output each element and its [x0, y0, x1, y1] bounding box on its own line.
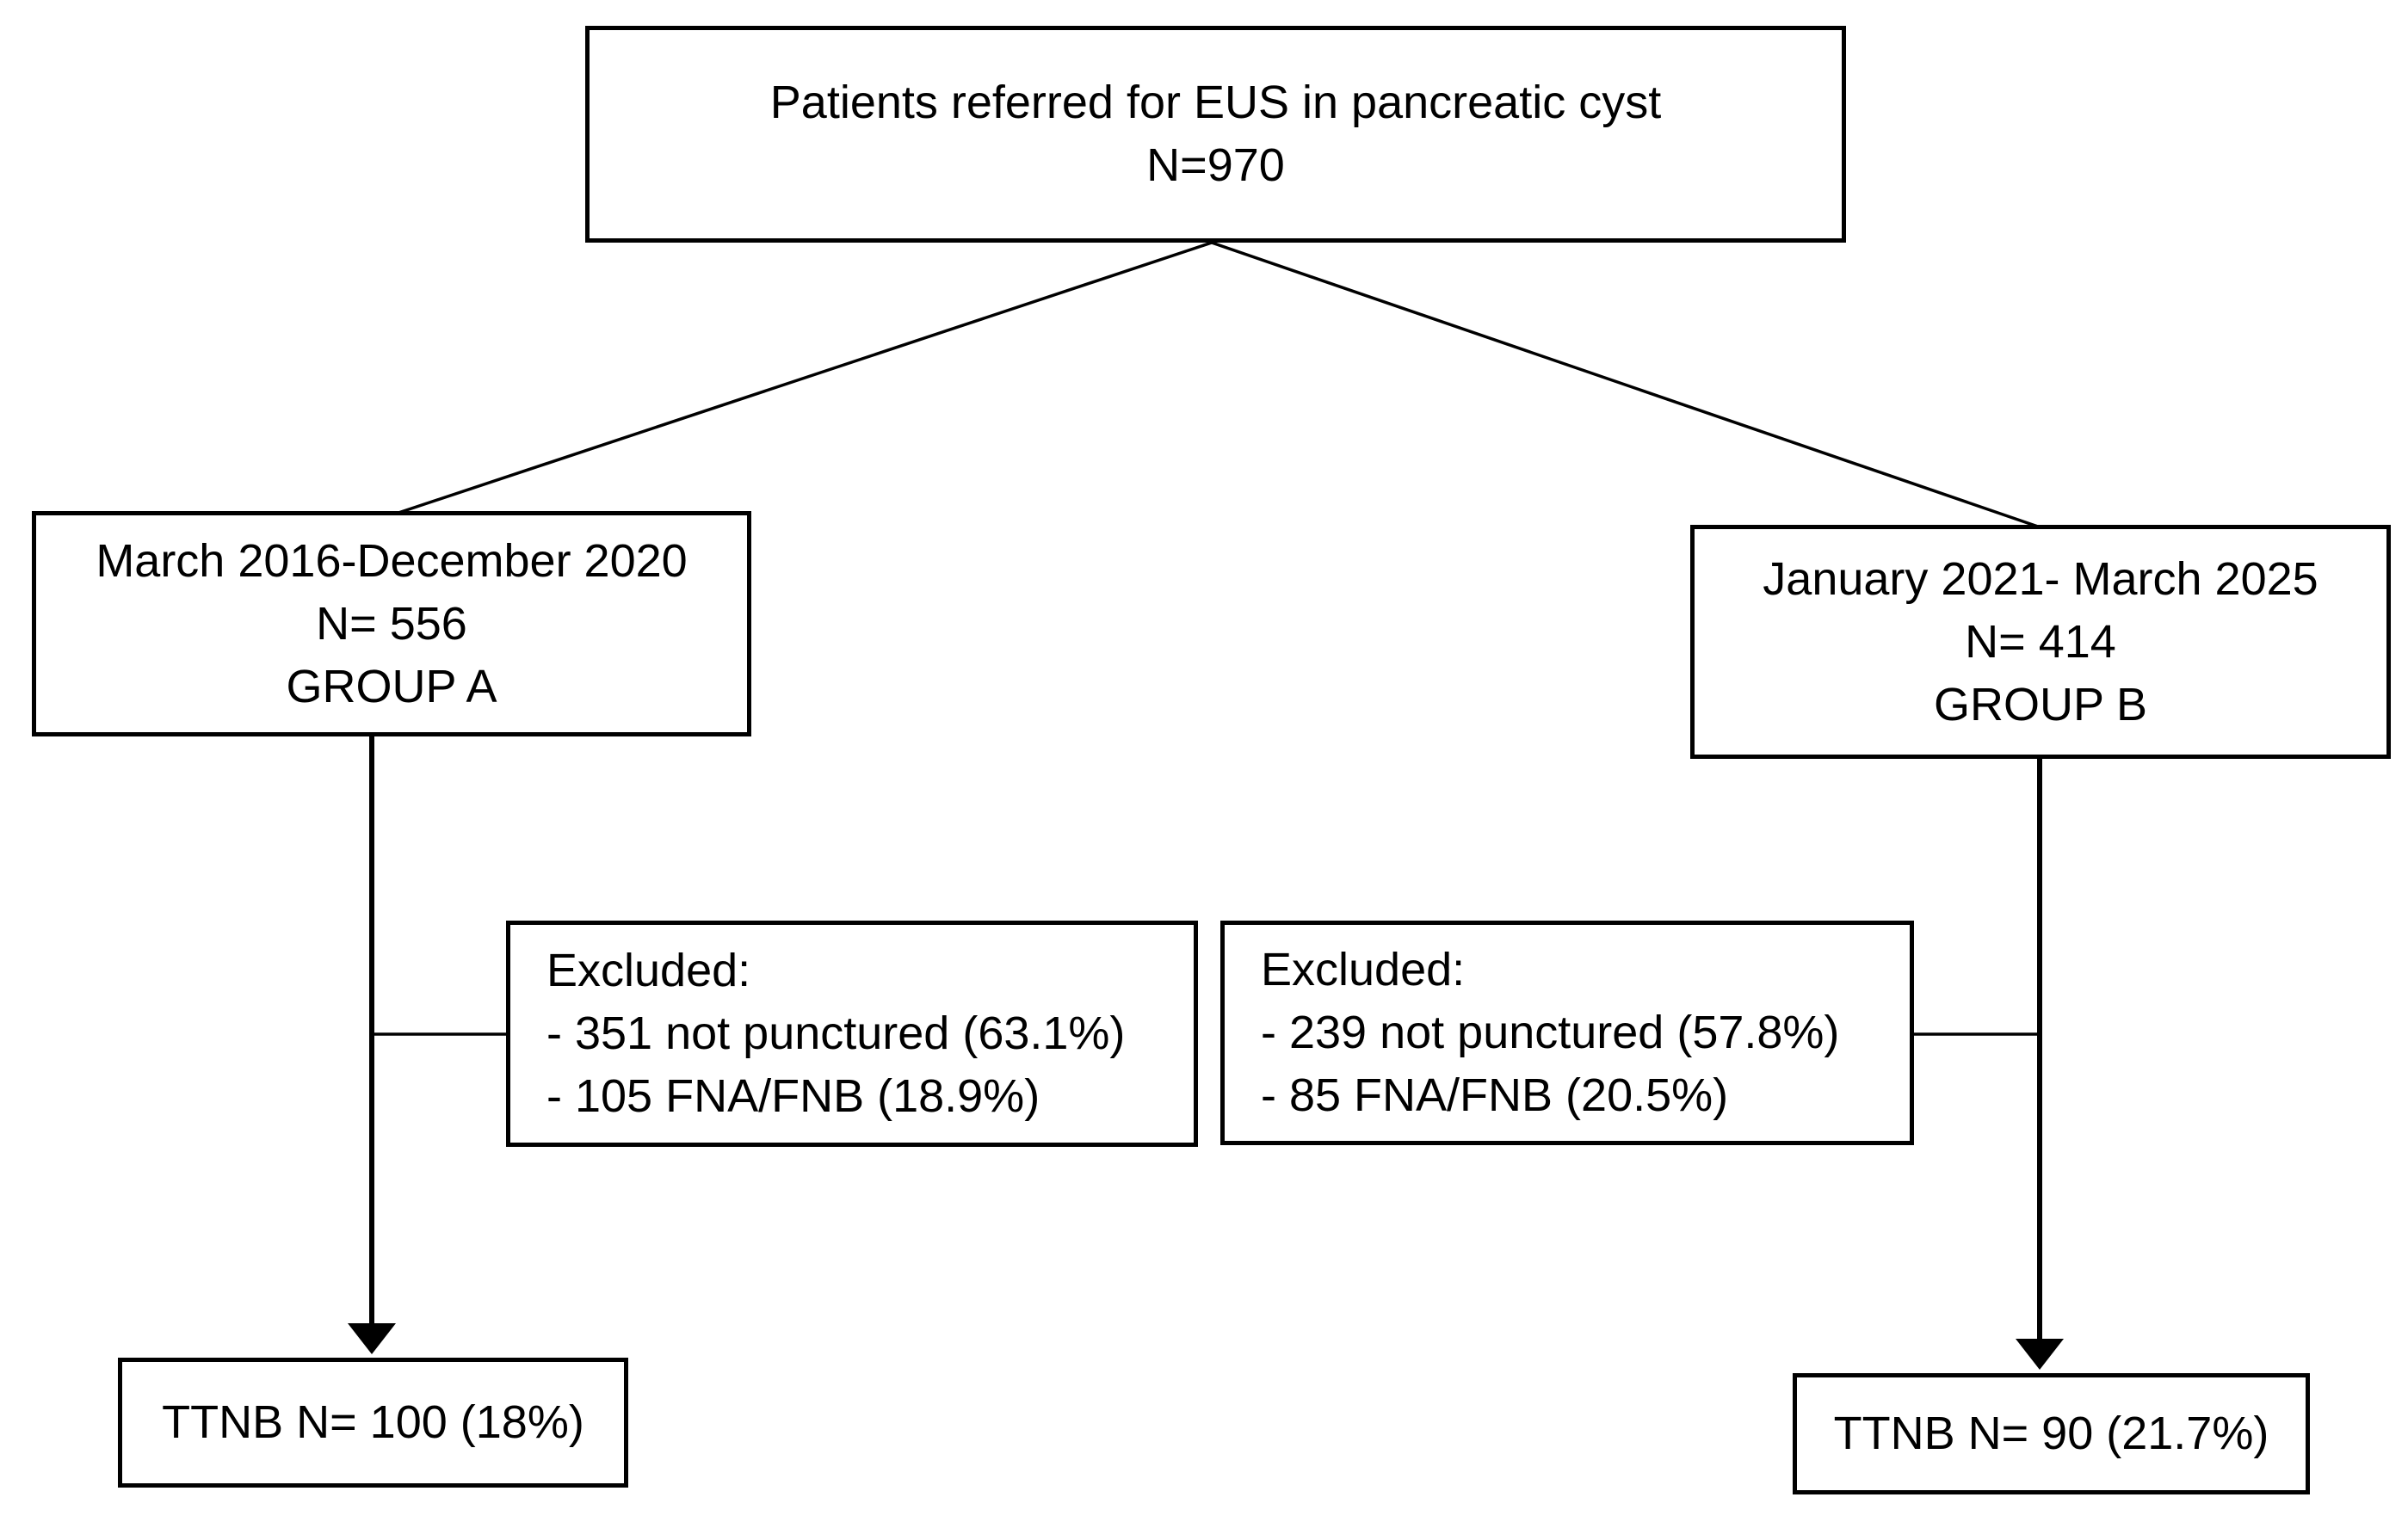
excluded-a-box: Excluded: - 351 not punctured (63.1%) - …: [506, 921, 1198, 1147]
arrowhead-ttnb-a: [348, 1323, 396, 1354]
group-b-period: January 2021- March 2025: [1763, 552, 2318, 605]
excluded-a-item-not-punctured: - 351 not punctured (63.1%): [546, 1007, 1126, 1059]
group-a-period: March 2016-December 2020: [96, 534, 688, 587]
group-a-box: March 2016-December 2020 N= 556 GROUP A: [32, 511, 751, 736]
ttnb-a-label: TTNB N= 100 (18%): [162, 1396, 584, 1448]
split-line-to-group-a: [398, 241, 1213, 515]
group-b-box: January 2021- March 2025 N= 414 GROUP B: [1690, 525, 2391, 759]
patients-referred-text: Patients referred for EUS in pancreatic …: [769, 77, 1662, 128]
ttnb-b-box: TTNB N= 90 (21.7%): [1793, 1373, 2310, 1494]
excluded-b-item-not-punctured: - 239 not punctured (57.8%): [1261, 1007, 1840, 1058]
patients-referred-box: Patients referred for EUS in pancreatic …: [585, 26, 1846, 243]
group-b-count: N= 414: [1965, 615, 2116, 668]
group-b-label: GROUP B: [1933, 678, 2148, 730]
excluded-b-box: Excluded: - 239 not punctured (57.8%) - …: [1220, 921, 1914, 1145]
ttnb-a-box: TTNB N= 100 (18%): [118, 1358, 628, 1488]
arrowhead-ttnb-b: [2016, 1339, 2064, 1370]
excluded-b-heading: Excluded:: [1261, 944, 1466, 995]
excluded-a-heading: Excluded:: [546, 945, 751, 996]
group-a-count: N= 556: [316, 597, 467, 650]
ttnb-b-label: TTNB N= 90 (21.7%): [1833, 1408, 2269, 1459]
excluded-b-item-fna-fnb: - 85 FNA/FNB (20.5%): [1261, 1069, 1729, 1121]
group-a-label: GROUP A: [286, 660, 497, 712]
patients-referred-count: N=970: [1146, 139, 1285, 191]
excluded-a-item-fna-fnb: - 105 FNA/FNB (18.9%): [546, 1070, 1040, 1122]
split-line-to-group-b: [1211, 241, 2039, 528]
